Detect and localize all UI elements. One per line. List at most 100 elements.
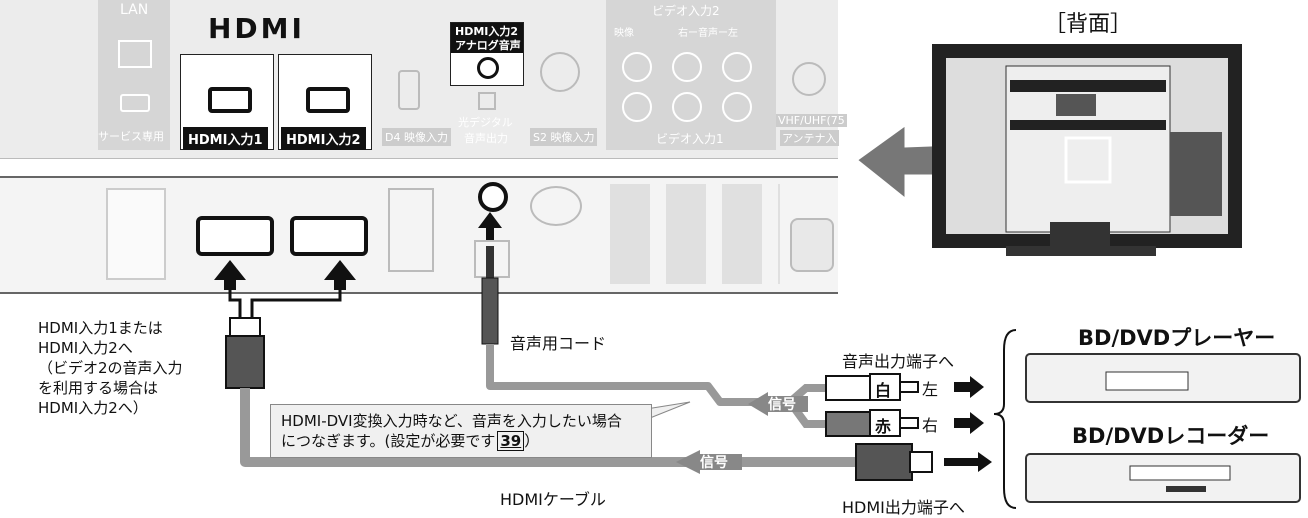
s-video-port-icon: [540, 52, 580, 92]
rca-jack-3: [722, 52, 752, 82]
hdmi-jack-1: [196, 216, 274, 256]
tv-rear-hole: [1056, 94, 1096, 116]
tv-rear-vent-2: [1010, 120, 1166, 130]
device-recorder-buttons: [1166, 486, 1206, 492]
hdmi-logo: HDMI: [208, 12, 305, 45]
antenna-port-icon: [792, 62, 826, 96]
white-plug-label: 白: [875, 381, 892, 400]
video-input-2-label: ビデオ入力2: [652, 4, 720, 18]
video-jack-label: 映像: [614, 28, 634, 39]
rca-plug-red-tag: [869, 409, 901, 437]
hdmi-plug-left-body: [225, 335, 265, 389]
tv-rear-vent-1: [1010, 80, 1166, 92]
lan-block: LAN サービス専用: [98, 0, 170, 150]
antenna-label-2: アンテナ入: [780, 130, 839, 146]
rca-plug-red-tip: [900, 417, 919, 429]
hdmi-cable-label: HDMIケーブル: [500, 490, 606, 509]
usb-port-icon: [120, 94, 150, 112]
antenna-jack: [790, 218, 834, 272]
rca-plug-white-tag: [869, 373, 901, 401]
hdmi-2-arrow-icon: [324, 260, 356, 290]
callout-page-ref: 39: [497, 431, 525, 451]
lan-port-icon: [118, 40, 152, 68]
back-view-label: ［背面］: [1044, 12, 1133, 37]
hdmi-out-arrow-icon: [944, 452, 992, 472]
rca-jack-row: [610, 184, 780, 284]
callout-line-2: につなぎます。(設定が必要です: [281, 432, 496, 450]
optical-label-1: 光デジタル: [458, 116, 513, 129]
left-audio-arrow-icon: [954, 376, 984, 398]
rca-jack-1: [622, 52, 652, 82]
hdmi-out-label: HDMI出力端子へ: [842, 498, 965, 517]
optical-label-2: 音声出力: [464, 132, 508, 145]
hdmi-cable-line: [240, 388, 870, 467]
hdmi2-analog-label-1: HDMI入力2: [455, 25, 519, 38]
lan-jack: [106, 188, 166, 280]
hdmi-input-2-label: HDMI入力2: [281, 127, 366, 150]
audio-signal-label: 信号: [768, 397, 796, 413]
hdmi-jack-2: [290, 216, 368, 256]
video-input-1-label: ビデオ入力1: [656, 132, 724, 146]
analog-jack-icon: [477, 57, 499, 79]
rca-plug-red-body: [825, 411, 871, 437]
rca-plug-white-tip: [900, 381, 919, 393]
hdmi-1-arrow-icon: [214, 260, 246, 290]
hdmi2-analog-label-2: アナログ音声: [455, 39, 521, 52]
hdmi-signal-label: 信号: [700, 455, 728, 471]
lan-label: LAN: [120, 2, 149, 18]
hdmi-input-2-block: HDMI入力2: [278, 54, 372, 150]
tv-stand-neck: [1050, 222, 1110, 248]
d4-port-icon: [398, 70, 420, 110]
audio-cable-line: [486, 344, 760, 406]
hdmi-note: HDMI入力1または HDMI入力2へ （ビデオ2の音声入力 を利用する場合は …: [38, 318, 183, 418]
audio-jack-label: 右ー音声ー左: [678, 28, 738, 39]
s2-label: S2 映像入力: [530, 128, 598, 146]
rca-plug-white-body: [825, 375, 871, 401]
rca-jack-5: [672, 92, 702, 122]
device-recorder-slot: [1129, 465, 1231, 481]
rca-jack-6: [722, 92, 752, 122]
hdmi-signal-arrow-icon: [676, 450, 742, 474]
tv-rear-side-box: [1170, 132, 1222, 216]
hdmi-note-line-1: HDMI入力1または: [38, 319, 163, 337]
left-channel-label: 左: [922, 380, 939, 399]
device-player-title: BD/DVDプレーヤー: [1078, 326, 1276, 350]
rear-panel-labels: LAN サービス専用 HDMI HDMI入力1 HDMI入力2 D4 映像入力 …: [0, 0, 847, 159]
hdmi-plug-right-body: [855, 443, 913, 481]
hdmi-plug-right: [909, 451, 933, 473]
right-audio-arrow-icon: [954, 412, 984, 434]
hdmi-port-1-icon: [208, 87, 252, 113]
hdmi2-analog-header: [451, 23, 523, 53]
audio-plug-body: [481, 277, 499, 345]
hdmi-note-line-2: HDMI入力2へ: [38, 339, 133, 357]
rca-jack-2: [672, 52, 702, 82]
right-channel-label: 右: [922, 416, 939, 435]
hdmi-note-line-5: HDMI入力2へ）: [38, 399, 148, 417]
hdmi-port-2-icon: [306, 87, 350, 113]
hdmi-input-1-block: HDMI入力1: [180, 54, 274, 150]
audio-plug-tip: [486, 246, 494, 278]
device-brace: [993, 329, 1017, 509]
service-label: サービス専用: [98, 130, 164, 143]
tv-rear-center: [1005, 65, 1171, 233]
callout-line-1: HDMI-DVI変換入力時など、音声を入力したい場合: [281, 412, 622, 430]
audio-arrow-icon: [478, 212, 502, 240]
video-input-block: ビデオ入力2 映像 右ー音声ー左 ビデオ入力1: [606, 0, 776, 150]
tv-stand-base: [1006, 246, 1156, 256]
rear-panel-ports: [0, 176, 838, 294]
s-video-jack: [530, 186, 582, 226]
rca-jack-4: [622, 92, 652, 122]
d4-label: D4 映像入力: [382, 128, 451, 146]
analog-audio-jack: [478, 182, 508, 212]
red-plug-label: 赤: [875, 417, 892, 436]
device-recorder-title: BD/DVDレコーダー: [1072, 424, 1270, 448]
callout-box: HDMI-DVI変換入力時など、音声を入力したい場合 につなぎます。(設定が必要…: [270, 404, 652, 458]
hdmi2-analog-block: HDMI入力2 アナログ音声: [450, 22, 524, 86]
tv-rear-terminal-highlight: [1064, 136, 1112, 184]
antenna-label-1: VHF/UHF(75: [776, 114, 847, 127]
audio-signal-arrow-icon: [748, 392, 808, 416]
hdmi-input-1-label: HDMI入力1: [183, 127, 268, 150]
device-player-slot: [1105, 371, 1189, 391]
